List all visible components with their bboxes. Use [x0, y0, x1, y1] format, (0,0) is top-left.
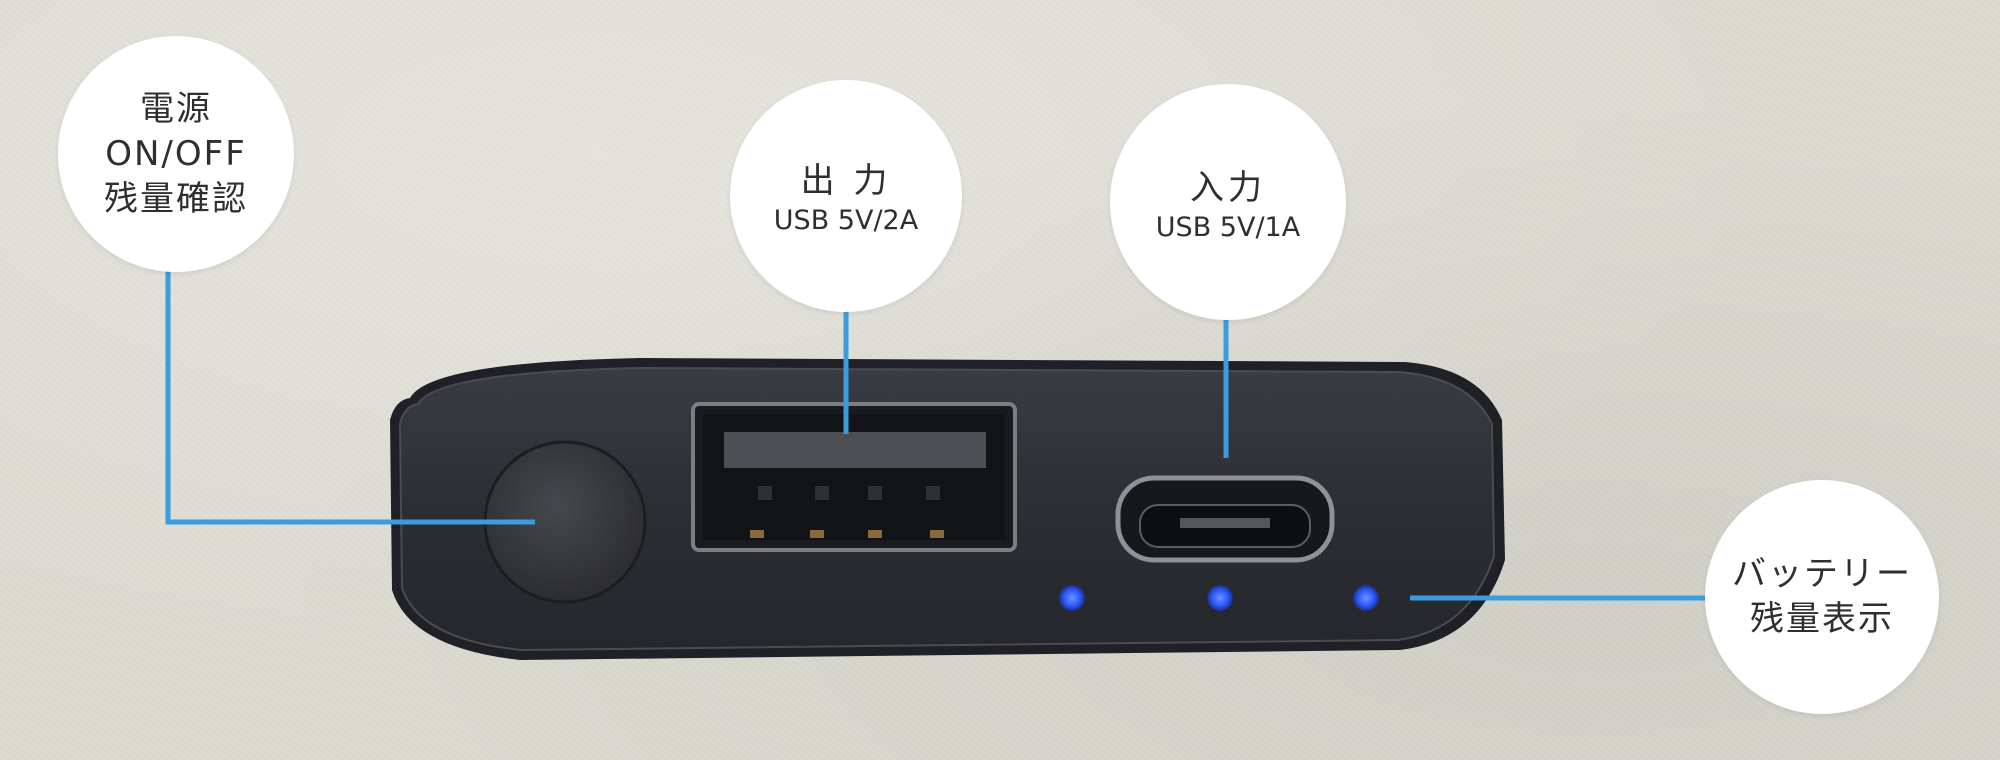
usb-a-port: [691, 402, 1017, 552]
power-label-3: 残量確認: [104, 178, 248, 219]
callout-battery: バッテリー 残量表示: [1705, 480, 1939, 714]
battery-label-2: 残量表示: [1750, 599, 1894, 639]
callout-input: 入力 USB 5V/1A: [1110, 84, 1346, 320]
callout-power: 電源 ON/OFF 残量確認: [58, 36, 294, 272]
callout-output: 出 力 USB 5V/2A: [730, 80, 962, 312]
input-spec: USB 5V/1A: [1155, 212, 1301, 243]
battery-led-2: [1207, 585, 1233, 611]
micro-usb-port: [1115, 475, 1335, 563]
battery-led-1: [1059, 585, 1085, 611]
output-title: 出 力: [800, 161, 892, 201]
input-title: 入力: [1190, 168, 1266, 208]
leader-lines: [165, 270, 1706, 601]
output-spec: USB 5V/2A: [773, 205, 919, 236]
battery-label-1: バッテリー: [1732, 554, 1912, 594]
leader-line-power: [165, 270, 535, 525]
power-label-1: 電源: [140, 88, 212, 129]
battery-led-3: [1353, 585, 1379, 611]
power-label-2: ON/OFF: [105, 133, 247, 174]
